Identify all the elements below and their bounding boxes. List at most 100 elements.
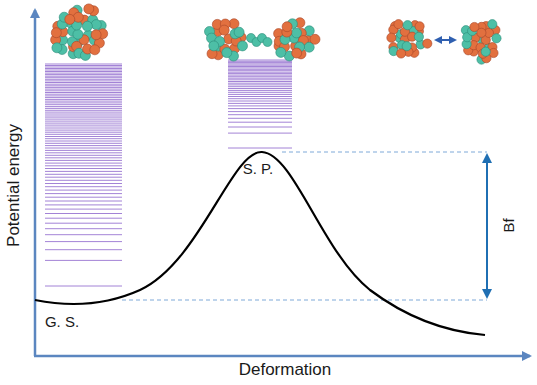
nucleon bbox=[387, 33, 396, 42]
level-line bbox=[45, 125, 122, 126]
axis-title: Deformation bbox=[239, 361, 332, 378]
level-line bbox=[228, 78, 292, 79]
level-line bbox=[45, 70, 122, 71]
level-line bbox=[45, 114, 122, 115]
state-label: G. S. bbox=[45, 314, 79, 329]
level-line bbox=[45, 119, 122, 120]
level-line bbox=[45, 89, 122, 90]
level-line bbox=[45, 197, 122, 198]
level-line bbox=[45, 64, 122, 65]
level-line bbox=[45, 73, 122, 74]
level-line bbox=[228, 118, 292, 119]
level-line bbox=[45, 85, 122, 86]
level-line bbox=[45, 77, 122, 78]
level-line bbox=[228, 105, 292, 106]
level-line bbox=[228, 108, 292, 109]
nucleon bbox=[394, 20, 403, 29]
level-line bbox=[45, 234, 122, 235]
level-line bbox=[45, 84, 122, 85]
level-line bbox=[45, 163, 122, 164]
level-line bbox=[228, 101, 292, 102]
nuclei bbox=[51, 4, 502, 64]
level-line bbox=[45, 241, 122, 242]
nucleon bbox=[310, 34, 320, 44]
nucleon bbox=[423, 39, 432, 48]
level-line bbox=[45, 193, 122, 194]
barrier-label: Bf bbox=[501, 218, 516, 232]
level-line bbox=[228, 122, 292, 123]
nucleon bbox=[488, 20, 497, 29]
nucleon bbox=[82, 21, 92, 31]
level-line bbox=[228, 148, 292, 149]
level-line bbox=[45, 102, 122, 103]
level-line bbox=[228, 83, 292, 84]
nucleon bbox=[209, 41, 219, 51]
level-line bbox=[228, 60, 292, 61]
nucleon bbox=[292, 48, 302, 58]
level-line bbox=[45, 68, 122, 69]
nucleon bbox=[73, 29, 83, 39]
level-line bbox=[45, 145, 122, 146]
level-line bbox=[228, 88, 292, 89]
level-line bbox=[228, 90, 292, 91]
level-line bbox=[228, 127, 292, 128]
level-line bbox=[45, 106, 122, 107]
level-line bbox=[45, 76, 122, 77]
level-line bbox=[45, 121, 122, 122]
level-line bbox=[228, 84, 292, 85]
level-line bbox=[45, 90, 122, 91]
level-line bbox=[228, 133, 292, 134]
potential-curve bbox=[35, 152, 485, 335]
level-line bbox=[45, 177, 122, 178]
level-line bbox=[45, 201, 122, 202]
level-line bbox=[45, 71, 122, 72]
nucleon bbox=[292, 28, 302, 38]
x-axis bbox=[34, 355, 530, 358]
nucleon bbox=[52, 43, 62, 53]
level-line bbox=[228, 66, 292, 67]
nucleon bbox=[481, 47, 490, 56]
level-line bbox=[45, 223, 122, 224]
level-line bbox=[228, 67, 292, 68]
level-line bbox=[45, 79, 122, 80]
level-line bbox=[45, 180, 122, 181]
nucleon bbox=[90, 45, 100, 55]
level-line bbox=[45, 186, 122, 187]
level-line bbox=[45, 165, 122, 166]
level-line bbox=[45, 152, 122, 153]
level-line bbox=[228, 62, 292, 63]
level-line bbox=[45, 171, 122, 172]
level-line bbox=[228, 63, 292, 64]
level-line bbox=[228, 76, 292, 77]
level-line bbox=[45, 157, 122, 158]
level-line bbox=[45, 138, 122, 139]
nucleon bbox=[219, 25, 229, 35]
level-line bbox=[45, 99, 122, 100]
level-line bbox=[45, 155, 122, 156]
level-line bbox=[45, 117, 122, 118]
nucleon bbox=[222, 48, 232, 58]
nucleon bbox=[397, 49, 406, 58]
separation-arrow bbox=[436, 39, 455, 41]
nucleon bbox=[238, 41, 248, 51]
level-line bbox=[228, 73, 292, 74]
level-line bbox=[45, 228, 122, 229]
level-line bbox=[45, 95, 122, 96]
level-line bbox=[45, 82, 122, 83]
nucleon bbox=[276, 47, 286, 57]
level-line bbox=[228, 96, 292, 97]
level-line bbox=[45, 136, 122, 137]
level-line bbox=[45, 108, 122, 109]
nucleon bbox=[84, 4, 94, 14]
level-line bbox=[45, 97, 122, 98]
level-line bbox=[45, 213, 122, 214]
saddle-level bbox=[282, 152, 487, 153]
level-line bbox=[45, 112, 122, 113]
level-line bbox=[228, 79, 292, 80]
nucleon bbox=[492, 34, 501, 43]
nucleon bbox=[91, 20, 101, 30]
nucleon bbox=[415, 22, 424, 31]
level-line bbox=[45, 104, 122, 105]
level-line bbox=[45, 128, 122, 129]
